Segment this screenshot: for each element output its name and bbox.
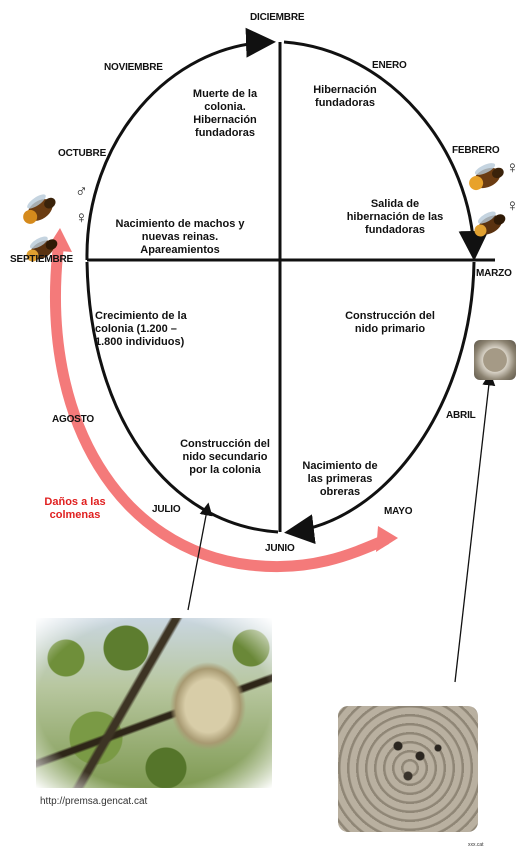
month-marzo: MARZO	[476, 268, 512, 279]
nest-interior-photo	[338, 706, 478, 832]
small-credit: xxx.cat	[468, 842, 484, 848]
hornet-icon	[469, 206, 508, 240]
male-symbol: ♂	[75, 182, 88, 202]
pointer-arrow-right	[455, 375, 490, 682]
damage-arrow-head-right	[376, 526, 398, 552]
hornet-icon	[464, 159, 507, 195]
photo-credit: http://premsa.gencat.cat	[40, 796, 147, 807]
female-symbol: ♀	[506, 158, 519, 178]
month-mayo: MAYO	[384, 506, 412, 517]
female-symbol: ♀	[75, 208, 88, 228]
month-octubre: OCTUBRE	[58, 148, 106, 159]
month-julio: JULIO	[152, 504, 180, 515]
month-junio: JUNIO	[265, 543, 295, 554]
month-abril: ABRIL	[446, 410, 476, 421]
month-febrero: FEBRERO	[452, 145, 500, 156]
month-agosto: AGOSTO	[52, 414, 94, 425]
month-diciembre: DICIEMBRE	[250, 12, 304, 23]
primary-nest-photo	[474, 340, 516, 380]
month-noviembre: NOVIEMBRE	[104, 62, 163, 73]
female-symbol: ♀	[506, 196, 519, 216]
month-enero: ENERO	[372, 60, 407, 71]
hornet-icon	[17, 189, 60, 228]
secondary-nest-photo	[36, 618, 272, 788]
month-septiembre: SEPTIEMBRE	[10, 254, 73, 265]
